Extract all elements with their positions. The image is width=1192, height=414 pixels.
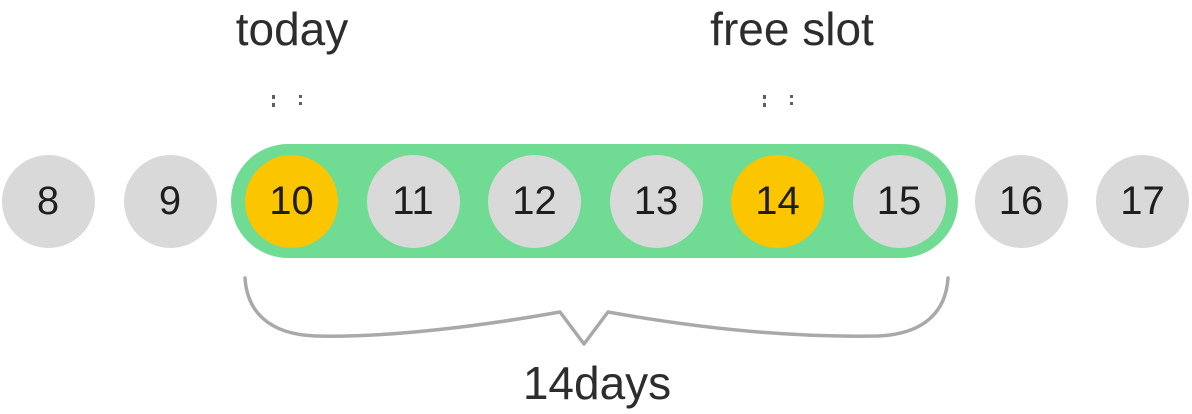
range-band xyxy=(231,144,958,258)
day-number: 8 xyxy=(36,179,60,223)
brace-path xyxy=(243,276,950,346)
day-circle: 14 xyxy=(731,155,824,248)
day-number: 16 xyxy=(998,179,1044,223)
day-number: 9 xyxy=(158,179,182,223)
free-slot-dotted-connector xyxy=(790,95,793,105)
today-label: today xyxy=(235,3,349,55)
day-circle: 13 xyxy=(609,155,703,248)
duration-brace xyxy=(243,276,950,346)
day-circle: 9 xyxy=(123,155,217,248)
day-number: 13 xyxy=(633,179,679,223)
day-number: 12 xyxy=(512,179,557,223)
day-number: 10 xyxy=(269,179,314,223)
day-number: 15 xyxy=(876,179,922,223)
day-circle: 15 xyxy=(852,155,946,248)
free-slot-label: free slot xyxy=(710,3,874,55)
today-dotted-connector xyxy=(299,95,302,105)
day-circle: 16 xyxy=(974,155,1068,248)
free-slot-dotted-connector xyxy=(763,95,766,107)
day-circle: 17 xyxy=(1096,155,1189,248)
today-dotted-connector xyxy=(272,95,275,107)
day-number: 17 xyxy=(1120,179,1165,223)
day-circle: 11 xyxy=(366,155,460,248)
day-number: 14 xyxy=(755,179,800,223)
day-number: 11 xyxy=(392,179,434,223)
days-row: 8 9 10 11 12 13 14 15 16 17 xyxy=(0,155,1192,248)
day-circle: 8 xyxy=(1,155,95,248)
day-circle: 12 xyxy=(488,155,581,248)
day-circle: 10 xyxy=(245,155,338,248)
duration-label: 14days xyxy=(522,357,672,409)
